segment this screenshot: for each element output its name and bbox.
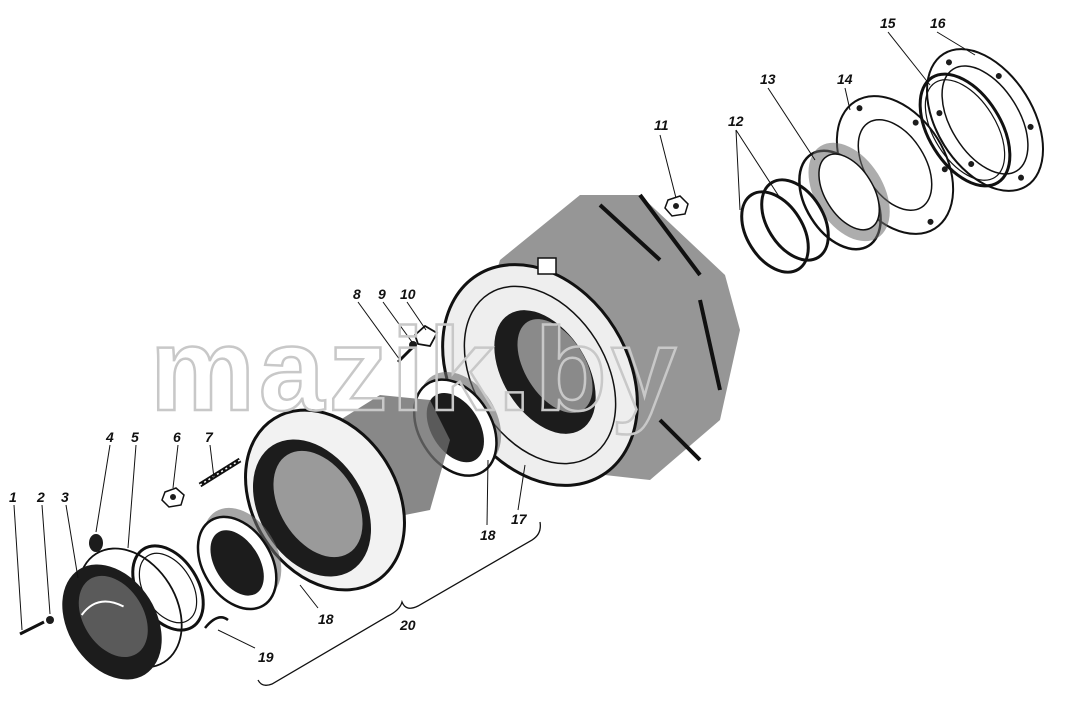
label-16: 16	[930, 15, 946, 31]
part-19-lock-washer	[204, 616, 229, 629]
label-13: 13	[760, 71, 776, 87]
label-12: 12	[728, 113, 744, 129]
part-1-bolt	[19, 620, 45, 636]
part-labels: 1 2 3 4 5 6 7 8 9 10 11 12 13 14 15 16 1…	[9, 15, 946, 665]
watermark-text: mazik.by	[150, 304, 680, 436]
part-15-ring	[918, 72, 1012, 188]
part-4-plug	[89, 534, 103, 552]
label-20: 20	[399, 617, 416, 633]
part-11-nut	[664, 195, 689, 217]
label-3: 3	[61, 489, 69, 505]
part-2-washer	[46, 616, 54, 624]
part-6-nut	[161, 487, 185, 508]
leader-lines	[13, 31, 976, 649]
part-10-lock-plate	[413, 324, 439, 347]
label-10: 10	[400, 286, 416, 302]
label-7: 7	[205, 429, 214, 445]
label-4: 4	[105, 429, 114, 445]
part-3-hub-cap	[62, 564, 162, 680]
part-18-lower-bearing	[196, 507, 282, 611]
label-11: 11	[654, 117, 669, 133]
label-5: 5	[131, 429, 139, 445]
bracket-20	[257, 521, 541, 686]
label-17: 17	[511, 511, 528, 527]
label-6: 6	[173, 429, 181, 445]
label-8: 8	[353, 286, 361, 302]
part-13-bearing-ring	[798, 142, 890, 251]
label-2: 2	[36, 489, 45, 505]
label-19: 19	[258, 649, 274, 665]
part-16-flange-plate	[925, 48, 1045, 192]
label-18-upper: 18	[480, 527, 496, 543]
label-18-lower: 18	[318, 611, 334, 627]
hub-body	[244, 395, 450, 592]
part-9-washer	[409, 341, 417, 349]
label-9: 9	[378, 286, 386, 302]
part-12-seal-rings	[740, 178, 830, 274]
part-7-stud	[198, 457, 242, 488]
label-1: 1	[9, 489, 17, 505]
label-14: 14	[837, 71, 853, 87]
label-15: 15	[880, 15, 896, 31]
